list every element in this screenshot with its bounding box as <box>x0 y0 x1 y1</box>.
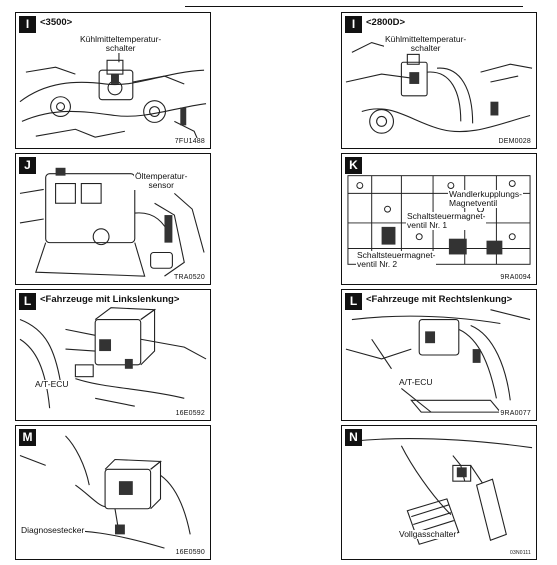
panel-letter-badge: N <box>345 429 362 446</box>
panel-n: N Vollgasschalter 03N0111 <box>341 425 537 560</box>
callout-label: A/T-ECU <box>34 379 70 389</box>
panel-letter-badge: J <box>19 157 36 174</box>
figure-code: TRA0520 <box>173 274 206 281</box>
dashboard-illustration <box>345 309 531 413</box>
callout-label: Vollgasschalter <box>398 529 458 539</box>
panel-i-3500: I <3500> Kühlmitteltemperatur-schalter 7… <box>15 12 211 149</box>
callout-label: Kühlmitteltemperatur-schalter <box>384 34 468 53</box>
callout-label: Diagnosestecker <box>20 525 86 535</box>
panel-header: <Fahrzeuge mit Rechtslenkung> <box>365 294 514 305</box>
panel-letter-badge: I <box>345 16 362 33</box>
callout-label: Öltemperatur-sensor <box>134 171 189 190</box>
engine-illustration <box>345 41 533 134</box>
panel-letter-badge: I <box>19 16 36 33</box>
panel-i-2800d: I <2800D> Kühlmitteltemperatur-schalter … <box>341 12 537 149</box>
connector-illustration <box>19 435 191 549</box>
engine-illustration <box>19 52 207 146</box>
panel-header: <3500> <box>39 17 74 28</box>
figure-code: DEM0028 <box>497 138 532 145</box>
pedal-illustration <box>345 437 533 545</box>
panel-letter-badge: L <box>19 293 36 310</box>
panel-k: K Wandlerkupplungs-Magnetventil Schaltst… <box>341 153 537 285</box>
transmission-illustration <box>19 167 205 277</box>
valve-body-illustration <box>347 175 531 265</box>
figure-code: 7FU1488 <box>173 138 206 145</box>
figure-code: 9RA0077 <box>499 410 532 417</box>
dashboard-illustration <box>19 307 207 409</box>
figure-code: 03N0111 <box>509 550 532 556</box>
callout-label: Schaltsteuermagnet-ventil Nr. 2 <box>356 250 437 269</box>
panel-letter-badge: M <box>19 429 36 446</box>
panel-header: <2800D> <box>365 17 407 28</box>
figure-code: 9RA0094 <box>499 274 532 281</box>
panel-letter-badge: K <box>345 157 362 174</box>
figure-code: 16E0590 <box>174 549 206 556</box>
callout-label: A/T-ECU <box>398 377 434 387</box>
panel-letter-badge: L <box>345 293 362 310</box>
panel-m: M Diagnosestecker 16E0590 <box>15 425 211 560</box>
panel-header: <Fahrzeuge mit Linkslenkung> <box>39 294 181 305</box>
callout-label: Schaltsteuermagnet-ventil Nr. 1 <box>406 211 487 230</box>
callout-label: Kühlmitteltemperatur-schalter <box>79 34 163 53</box>
callout-label: Wandlerkupplungs-Magnetventil <box>448 189 523 208</box>
panel-l-linkslenkung: L <Fahrzeuge mit Linkslenkung> A/T-ECU 1… <box>15 289 211 421</box>
panel-j: J Öltemperatur-sensor TRA0520 <box>15 153 211 285</box>
panel-l-rechtslenkung: L <Fahrzeuge mit Rechtslenkung> A/T-ECU … <box>341 289 537 421</box>
top-rule <box>185 6 523 7</box>
figure-code: 16E0592 <box>174 410 206 417</box>
